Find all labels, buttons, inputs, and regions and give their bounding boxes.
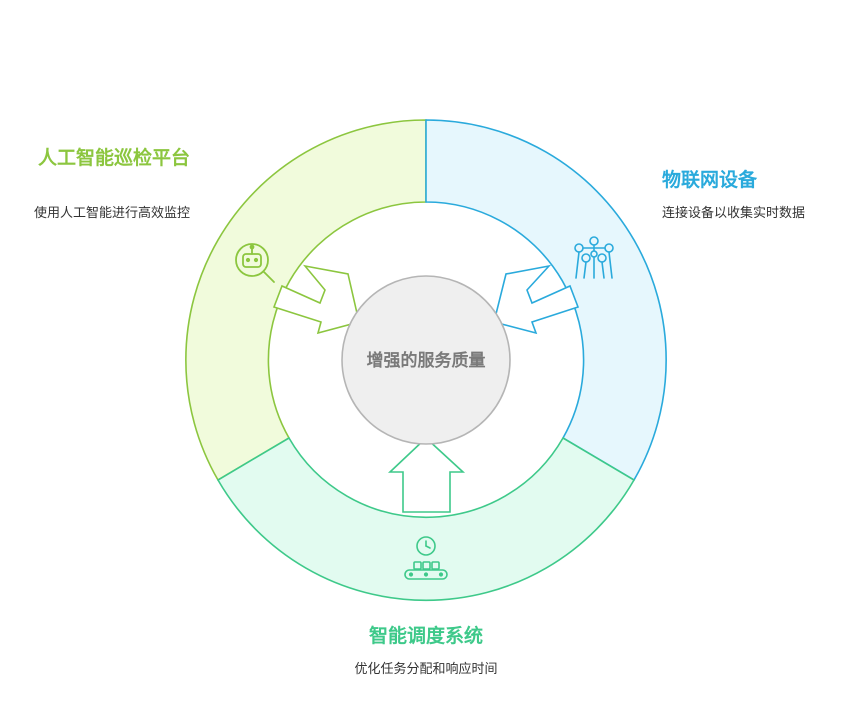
right-description: 连接设备以收集实时数据	[662, 206, 806, 221]
bottom-title: 智能调度系统	[368, 625, 483, 647]
bottom-desc-group: 优化任务分配和响应时间	[350, 660, 502, 680]
center-circle	[341, 275, 511, 445]
left-label-group: 人工智能巡检平台	[30, 146, 190, 171]
bottom-label-group: 智能调度系统	[300, 624, 552, 649]
robot-search-icon	[235, 243, 275, 283]
arrow-right	[493, 264, 580, 335]
center-label: 增强的服务质量	[367, 350, 486, 371]
clock-conveyor-icon	[404, 536, 448, 580]
segment-right	[425, 119, 667, 482]
segment-bottom	[216, 436, 636, 601]
arrow-left	[272, 264, 360, 335]
arrow-bottom	[387, 436, 466, 513]
left-description: 使用人工智能进行高效监控	[33, 206, 190, 221]
left-desc-group: 使用人工智能进行高效监控	[30, 204, 190, 224]
segment-left	[185, 119, 427, 482]
right-title: 物联网设备	[662, 169, 758, 191]
right-label-group: 物联网设备	[662, 168, 822, 193]
network-nodes-icon	[574, 236, 614, 279]
right-desc-group: 连接设备以收集实时数据	[662, 204, 822, 224]
bottom-description: 优化任务分配和响应时间	[354, 662, 498, 677]
left-title: 人工智能巡检平台	[37, 147, 190, 169]
